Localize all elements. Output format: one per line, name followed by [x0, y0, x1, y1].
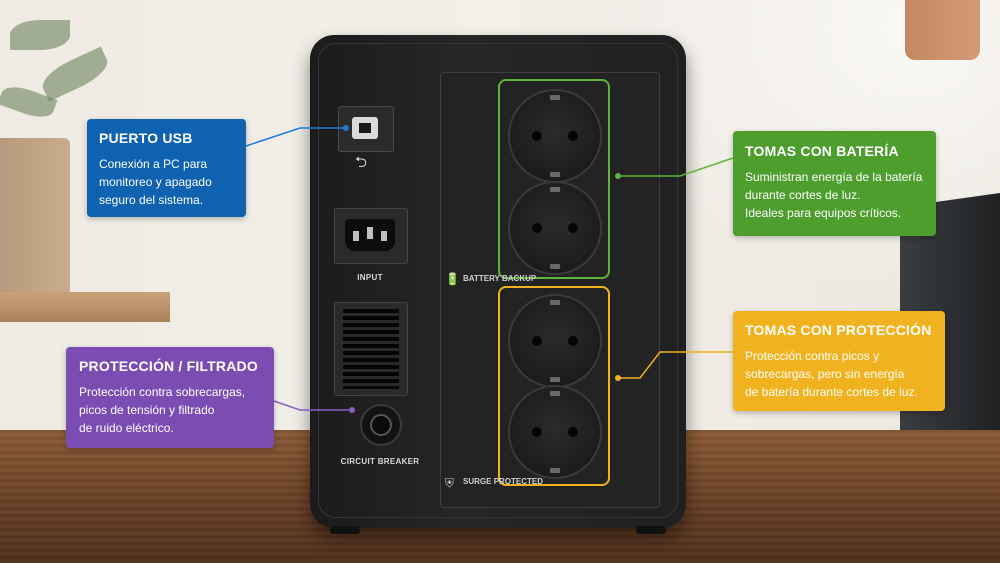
outlet-clip	[550, 300, 560, 305]
surge-outlet-2[interactable]	[508, 385, 602, 479]
callout-line: de ruido eléctrico.	[79, 421, 174, 435]
callout-line: picos de tensión y filtrado	[79, 403, 215, 417]
callout-line: Conexión a PC para	[99, 157, 208, 171]
callout-line: de batería durante cortes de luz.	[745, 385, 918, 399]
outlet-hole	[568, 336, 578, 346]
callout-line: sobrecargas, pero sin energía	[745, 367, 905, 381]
outlet-clip	[550, 264, 560, 269]
outlet-hole	[532, 223, 542, 233]
label-line: CIRCUIT	[340, 457, 376, 466]
callout-line: Suministran energía de la batería	[745, 170, 923, 184]
outlet-hole	[532, 131, 542, 141]
callout-line: durante cortes de luz.	[745, 188, 861, 202]
label-line: PROTECTED	[493, 477, 544, 486]
iec-pin	[381, 231, 387, 241]
label-line: BATTERY	[463, 274, 500, 283]
power-input-socket[interactable]	[334, 208, 408, 264]
usb-callout-text: Conexión a PC para monitoreo y apagado s…	[99, 155, 234, 209]
ventilation-grille	[334, 302, 408, 396]
label-line: BACKUP	[501, 274, 537, 283]
protection-callout: PROTECCIÓN / FILTRADO Protección contra …	[66, 347, 274, 448]
protection-callout-text: Protección contra sobrecargas, picos de …	[79, 383, 261, 437]
battery-callout-title: TOMAS CON BATERÍA	[745, 143, 899, 159]
circuit-breaker-button[interactable]	[360, 404, 402, 446]
shield-bolt-icon: ⛨	[445, 476, 455, 490]
battery-outlets-highlight	[498, 79, 610, 279]
protection-callout-title: PROTECCIÓN / FILTRADO	[79, 358, 258, 374]
iec-socket-body	[345, 219, 395, 251]
surge-callout-title: TOMAS CON PROTECCIÓN	[745, 322, 932, 338]
usb-port-hole	[352, 117, 378, 139]
surge-callout: TOMAS CON PROTECCIÓN Protección contra p…	[733, 311, 945, 411]
surge-callout-text: Protección contra picos y sobrecargas, p…	[745, 347, 933, 401]
battery-callout-text: Suministran energía de la batería durant…	[745, 168, 924, 222]
ups-foot-left	[330, 526, 360, 534]
plant-pot	[0, 138, 70, 308]
battery-outlet-1[interactable]	[508, 89, 602, 183]
callout-line: Protección contra sobrecargas,	[79, 385, 246, 399]
surge-outlets-highlight	[498, 286, 610, 486]
outlet-clip	[550, 187, 560, 192]
label-line: BREAKER	[377, 457, 420, 466]
outlet-clip	[550, 391, 560, 396]
ups-bezel	[318, 43, 678, 518]
outlet-clip	[550, 95, 560, 100]
iec-pin	[367, 227, 373, 239]
callout-line: monitoreo y apagado	[99, 175, 212, 189]
outlet-hole	[568, 131, 578, 141]
plant-leaf	[10, 20, 70, 50]
callout-line: Ideales para equipos críticos.	[745, 206, 902, 220]
wooden-shelf	[0, 292, 170, 322]
battery-backup-label: BATTERY BACKUP	[463, 274, 536, 284]
outlet-hole	[532, 427, 542, 437]
usb-callout: PUERTO USB Conexión a PC para monitoreo …	[87, 119, 246, 217]
battery-icon: 🔋	[445, 272, 460, 286]
usb-port[interactable]	[338, 106, 394, 152]
usb-icon: ⮌	[355, 154, 368, 171]
iec-pin	[353, 231, 359, 241]
callout-line: Protección contra picos y	[745, 349, 880, 363]
callout-line: seguro del sistema.	[99, 193, 204, 207]
label-line: SURGE	[463, 477, 492, 486]
input-label: INPUT	[357, 273, 383, 282]
ups-foot-right	[636, 526, 666, 534]
battery-callout: TOMAS CON BATERÍA Suministran energía de…	[733, 131, 936, 236]
battery-outlet-2[interactable]	[508, 181, 602, 275]
outlet-hole	[532, 336, 542, 346]
circuit-breaker-label: CIRCUIT BREAKER	[340, 456, 420, 467]
outlet-clip	[550, 377, 560, 382]
usb-callout-title: PUERTO USB	[99, 130, 193, 146]
vase	[905, 0, 980, 60]
surge-protected-label: SURGE PROTECTED	[463, 477, 543, 487]
outlet-hole	[568, 223, 578, 233]
outlet-clip	[550, 468, 560, 473]
outlet-clip	[550, 172, 560, 177]
outlet-hole	[568, 427, 578, 437]
